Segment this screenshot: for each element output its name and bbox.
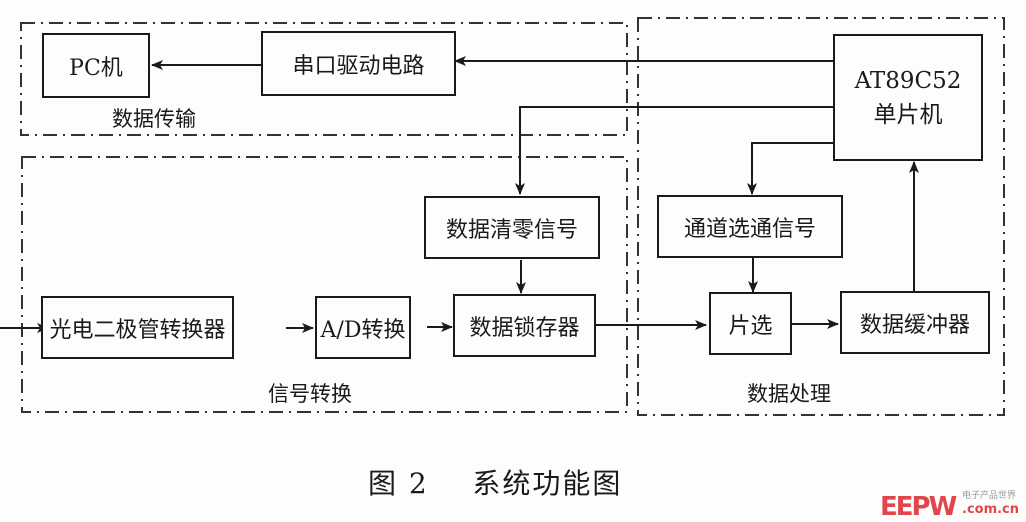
watermark-logo: EEPW 电子产品世界 .com.cn xyxy=(880,486,1026,522)
serial-driver-block: 串口驱动电路 xyxy=(261,31,456,96)
mcu-block: AT89C52 单片机 xyxy=(833,34,983,161)
data-buffer-label: 数据缓冲器 xyxy=(859,312,970,338)
region-label-data-transmission: 数据传输 xyxy=(112,107,196,131)
clear-signal-block: 数据清零信号 xyxy=(424,196,600,259)
pc-label: PC机 xyxy=(69,55,123,81)
photodiode-converter-block: 光电二极管转换器 xyxy=(41,296,234,359)
edge-mcu-to-clear xyxy=(515,106,833,195)
mcu-model-label: AT89C52 xyxy=(854,67,962,94)
data-buffer-block: 数据缓冲器 xyxy=(840,291,990,354)
chip-select-block: 片选 xyxy=(709,292,792,355)
ad-converter-block: A/D转换 xyxy=(315,296,411,359)
channel-select-signal-block: 通道选通信号 xyxy=(657,195,843,258)
watermark-logo-text: EEPW xyxy=(880,492,957,522)
data-latch-block: 数据锁存器 xyxy=(453,294,596,357)
data-latch-label: 数据锁存器 xyxy=(469,315,580,341)
serial-driver-label: 串口驱动电路 xyxy=(292,53,425,79)
region-signal-conversion xyxy=(21,156,628,413)
figure-caption: 图 2 系统功能图 xyxy=(368,467,623,500)
region-label-signal-conversion: 信号转换 xyxy=(268,382,352,406)
watermark-subtitle: 电子产品世界 xyxy=(962,491,1017,501)
region-label-data-processing: 数据处理 xyxy=(747,382,831,406)
chip-select-label: 片选 xyxy=(728,313,773,339)
region-data-transmission xyxy=(20,22,628,136)
pc-block: PC机 xyxy=(42,33,150,98)
photodiode-converter-label: 光电二极管转换器 xyxy=(49,317,226,343)
edge-mcu-to-channel xyxy=(747,142,833,195)
mcu-type-label: 单片机 xyxy=(873,101,943,128)
channel-select-signal-label: 通道选通信号 xyxy=(683,216,816,242)
ad-converter-label: A/D转换 xyxy=(320,317,406,343)
region-data-processing xyxy=(637,17,1005,416)
clear-signal-label: 数据清零信号 xyxy=(445,217,578,243)
watermark-domain: .com.cn xyxy=(962,502,1020,517)
